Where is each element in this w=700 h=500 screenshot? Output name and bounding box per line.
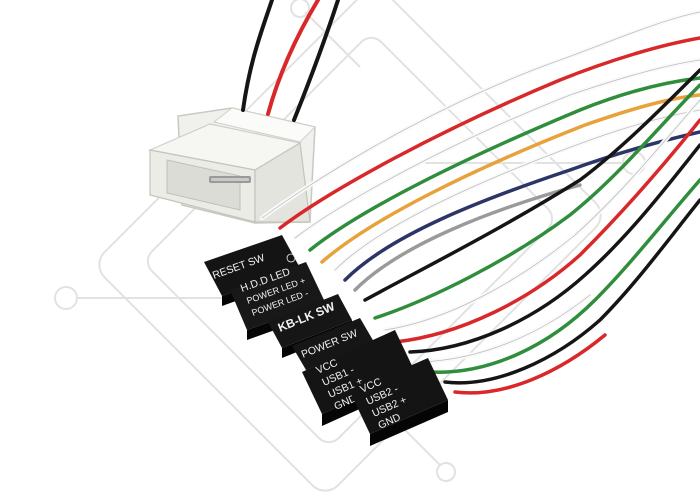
usb2-header: VCC USB2 - USB2 + GND bbox=[350, 358, 448, 446]
molex-wires bbox=[241, 0, 340, 122]
wire-bundle bbox=[259, 9, 700, 395]
molex-connector bbox=[147, 107, 316, 224]
warning-icon bbox=[286, 253, 296, 263]
